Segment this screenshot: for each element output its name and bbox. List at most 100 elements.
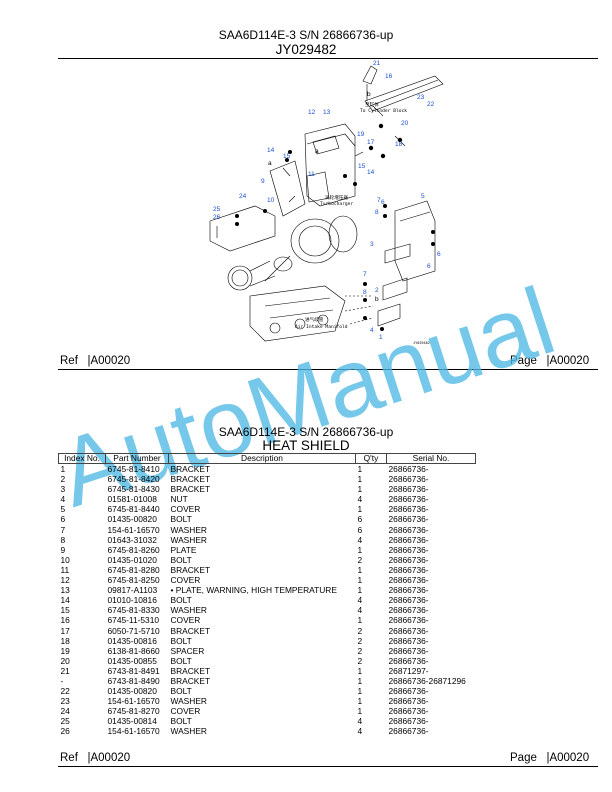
- cell-index: 20: [60, 655, 70, 666]
- cell-description: BOLT: [170, 716, 192, 727]
- cell-serial: 26866736-: [388, 544, 429, 555]
- cell-index: 26: [60, 726, 70, 737]
- cell-qty: 1: [357, 686, 363, 697]
- cell-part-number: 01010-10816: [107, 595, 157, 606]
- cell-index: -: [60, 675, 64, 686]
- cell-part-number: 6745-81-8250: [107, 575, 160, 586]
- callout-11: 11: [308, 171, 315, 178]
- cell-index: 4: [60, 494, 66, 505]
- ref-divider-top: [58, 369, 598, 370]
- cell-serial: 26866736-: [388, 464, 429, 474]
- cell-description: PLATE: [170, 544, 197, 555]
- cell-description: WASHER: [170, 726, 207, 737]
- callout-12: 12: [308, 109, 316, 116]
- callout-19: 19: [357, 131, 365, 138]
- cell-serial: 26866736-: [388, 554, 429, 565]
- callout-3: 3: [370, 241, 374, 248]
- page-bottom: Page |A00020: [510, 752, 589, 764]
- bracket-21-shape: [362, 65, 378, 85]
- exploded-parts-diagram: 至缸体 To Cylinder Block 涡轮增压器 Turbocharger…: [209, 60, 444, 345]
- cell-description: BOLT: [170, 595, 192, 606]
- cell-serial: 26866736-: [388, 514, 429, 525]
- cell-index: 10: [60, 554, 70, 565]
- cell-description: BRACKET: [170, 484, 211, 495]
- cell-description: • PLATE, WARNING, HIGH TEMPERATURE: [170, 585, 337, 596]
- ref-divider-bottom: [58, 766, 598, 767]
- cell-serial: 26866736-: [388, 706, 429, 717]
- cell-description: COVER: [170, 706, 201, 717]
- cell-index: 16: [60, 615, 70, 626]
- cell-qty: 1: [357, 464, 363, 474]
- cell-index: 9: [60, 544, 66, 555]
- cell-qty: 6: [357, 524, 363, 535]
- page-label: Page: [510, 355, 537, 367]
- cell-part-number: 09817-A1103: [107, 585, 158, 596]
- cell-part-number: 6745-81-8440: [107, 504, 160, 515]
- cell-description: BOLT: [170, 686, 192, 697]
- cell-part-number: 6745-81-8270: [107, 706, 160, 717]
- cell-index: 18: [60, 635, 70, 646]
- cell-qty: 4: [357, 595, 363, 606]
- to-cylinder-block-jp-label: 至缸体: [365, 101, 379, 108]
- cell-index: 21: [60, 665, 70, 676]
- diagram-code-label: JY029482: [413, 341, 430, 345]
- bracket-2-shape: [382, 277, 408, 301]
- cell-part-number: 6745-81-8280: [107, 564, 160, 575]
- callout-b-bottom: b: [375, 296, 379, 303]
- cell-serial: 26866736-: [388, 696, 429, 707]
- cell-serial: 26866736-26871296: [388, 675, 466, 686]
- cell-part-number: 154-61-16570: [107, 726, 160, 737]
- callout-14-left: 14: [267, 147, 275, 154]
- cell-part-number: 01581-01008: [107, 494, 157, 505]
- cell-description: BOLT: [170, 514, 192, 525]
- header-part-number: Part Number: [105, 453, 169, 464]
- callout-a-left: a: [268, 160, 272, 167]
- header-divider: [58, 58, 598, 59]
- callout-1: 1: [379, 334, 383, 341]
- cell-description: WASHER: [170, 534, 207, 545]
- ref-bottom: Ref |A00020: [60, 752, 130, 764]
- cell-part-number: 01435-00820: [107, 514, 157, 525]
- cell-index: 11: [60, 564, 70, 575]
- callout-6-a: 6: [381, 199, 385, 206]
- cell-description: SPACER: [170, 645, 205, 656]
- cell-part-number: 01435-01020: [107, 554, 157, 565]
- cell-serial: 26866736-: [388, 484, 429, 495]
- cell-part-number: 6745-81-8260: [107, 544, 160, 555]
- cell-part-number: 6745-81-8430: [107, 484, 160, 495]
- callout-25: 25: [213, 206, 221, 213]
- cell-description: COVER: [170, 615, 201, 626]
- cell-description: BRACKET: [170, 665, 211, 676]
- callout-17: 17: [367, 139, 375, 146]
- cell-index: 14: [60, 595, 70, 606]
- cell-index: 12: [60, 575, 70, 586]
- callout-6-c: 6: [427, 263, 431, 270]
- cell-index: 17: [60, 625, 70, 636]
- callout-b-top: b: [367, 91, 371, 98]
- parts-table: Index No. Part Number Description Q'ty S…: [58, 453, 476, 737]
- cell-description: NUT: [170, 494, 188, 505]
- callout-6-b: 6: [437, 251, 441, 258]
- callout-24: 24: [239, 193, 247, 200]
- cell-qty: 1: [357, 585, 363, 596]
- callout-21: 21: [373, 60, 381, 67]
- cell-serial: 26866736-: [388, 504, 429, 515]
- cell-part-number: 6745-81-8410: [107, 464, 160, 474]
